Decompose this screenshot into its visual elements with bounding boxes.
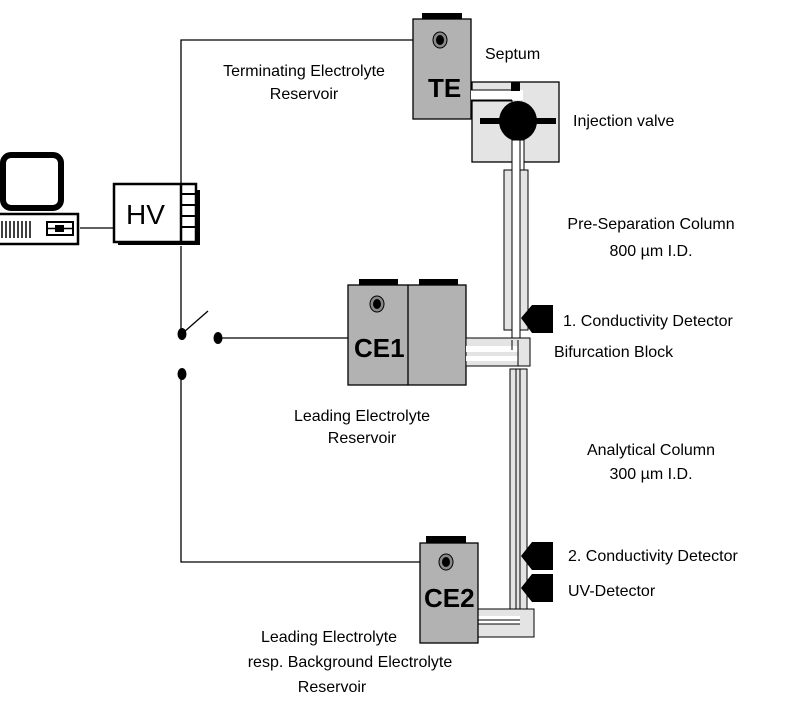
pre-separation-column bbox=[503, 139, 529, 341]
injection-valve-label: Injection valve bbox=[573, 113, 674, 130]
analytical-column bbox=[509, 368, 528, 622]
detector-1-label: 1. Conductivity Detector bbox=[563, 313, 734, 330]
bifurcation-label: Bifurcation Block bbox=[554, 344, 674, 361]
bifurcation-block bbox=[465, 337, 531, 367]
le-reservoir-label-line2: Reservoir bbox=[328, 430, 397, 447]
le-reservoir-label-line1: Leading Electrolyte bbox=[294, 408, 430, 425]
ce2-label-line2: resp. Background Electrolyte bbox=[248, 654, 453, 671]
wire-switch-blade bbox=[183, 310, 209, 333]
analytical-label-line2: 300 µm I.D. bbox=[609, 466, 692, 483]
uv-detector-icon bbox=[521, 574, 553, 602]
switch-contact-common[interactable] bbox=[177, 328, 187, 340]
switch-contacts[interactable] bbox=[177, 328, 223, 380]
wires bbox=[80, 39, 445, 563]
septum-label: Septum bbox=[485, 46, 540, 63]
hv-label: HV bbox=[126, 199, 165, 230]
conductivity-detector-2-icon bbox=[521, 542, 553, 570]
pre-separation-label-line1: Pre-Separation Column bbox=[567, 216, 734, 233]
ce1-label: CE1 bbox=[354, 333, 405, 363]
hv-power-supply[interactable]: HV bbox=[112, 182, 200, 245]
wire-switch-to-ce2 bbox=[180, 376, 445, 563]
switch-contact-ce2[interactable] bbox=[177, 368, 187, 380]
pre-separation-label-line2: 800 µm I.D. bbox=[609, 243, 692, 260]
ce2-label-line3: Reservoir bbox=[298, 679, 367, 696]
te-label: TE bbox=[428, 73, 461, 103]
switch-contact-ce1[interactable] bbox=[213, 332, 223, 344]
ce2-connection-block bbox=[477, 608, 535, 638]
ce2-label-line1: Leading Electrolyte bbox=[261, 629, 397, 646]
ce1-reservoir[interactable]: CE1 bbox=[347, 279, 467, 386]
uv-detector-label: UV-Detector bbox=[568, 583, 656, 600]
septum-icon bbox=[511, 82, 520, 91]
analytical-label-line1: Analytical Column bbox=[587, 442, 715, 459]
wire-hv-to-te bbox=[180, 39, 440, 184]
te-reservoir-label-line1: Terminating Electrolyte bbox=[223, 63, 385, 80]
te-reservoir-label-line2: Reservoir bbox=[270, 86, 339, 103]
computer-icon bbox=[0, 152, 80, 246]
conductivity-detector-1-icon bbox=[521, 305, 553, 333]
ce2-reservoir[interactable]: CE2 bbox=[419, 536, 479, 644]
te-reservoir[interactable]: TE bbox=[412, 13, 472, 120]
detector-2-label: 2. Conductivity Detector bbox=[568, 548, 739, 565]
ce2-label: CE2 bbox=[424, 583, 475, 613]
